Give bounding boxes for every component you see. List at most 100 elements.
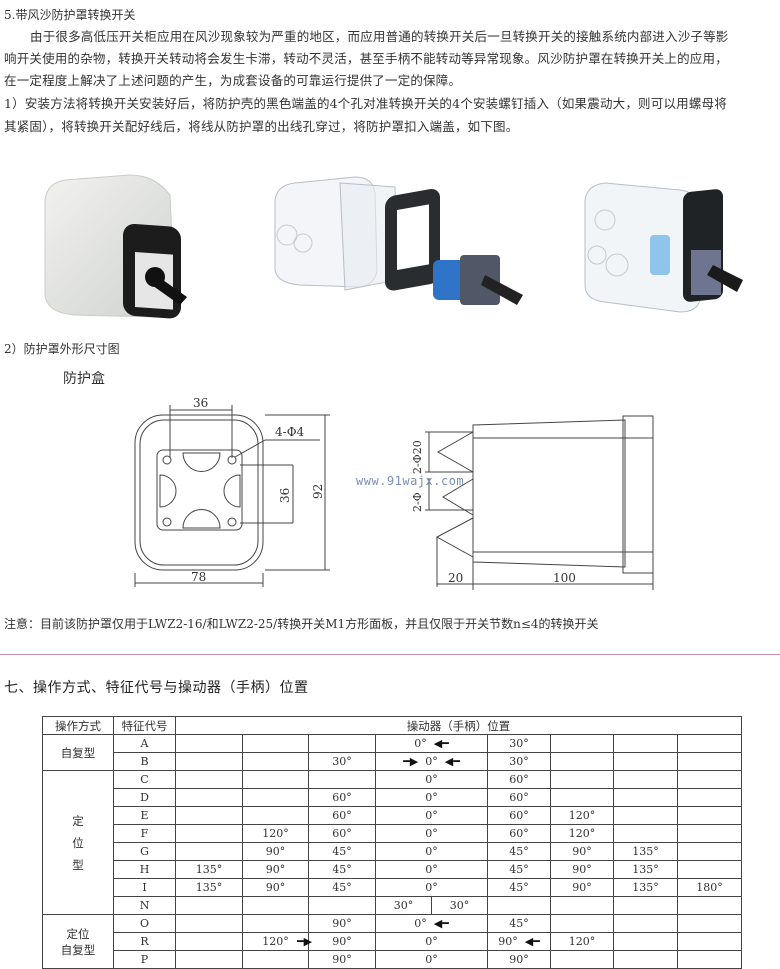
pos-cell [677, 806, 742, 825]
install-line-2: 其紧固），将转换开关配好线后，将线从防护罩的出线孔穿过，将防护罩扣入端盖，如下图… [4, 119, 519, 134]
zero-label: 0° [414, 737, 427, 750]
pos-cell: 45° [308, 860, 376, 879]
zero-label: 0° [414, 917, 427, 930]
pos-cell [175, 824, 243, 843]
pos-cell [242, 752, 309, 771]
pos-cell: 45° [487, 914, 551, 933]
pos-cell [175, 788, 243, 807]
pos-cell-zero: ━▶ 0° ◀━ [375, 752, 488, 771]
header-mode: 操作方式 [42, 716, 114, 735]
install-line-1: 1）安装方法将转换开关安装好后，将防护壳的黑色端盖的4个孔对准转换开关的4个安装… [4, 96, 727, 111]
code-cell: B [113, 752, 176, 771]
pos-cell [242, 806, 309, 825]
pos-cell: 180° [677, 878, 742, 897]
product-image-transparent [584, 182, 743, 313]
pos-cell: 60° [487, 788, 551, 807]
code-cell: N [113, 896, 176, 915]
code-cell: I [113, 878, 176, 897]
mode-fixed-reset: 定位 自复型 [42, 914, 114, 969]
pos-cell [242, 914, 309, 933]
pos-cell [677, 896, 742, 915]
code-cell: F [113, 824, 176, 843]
pos-cell: 45° [487, 860, 551, 879]
table-row: E 60° 0° 60° 120° [43, 806, 742, 825]
mode-fixed-reset-line: 定位 [66, 926, 90, 941]
pos-cell [677, 752, 742, 771]
pos-cell [613, 896, 678, 915]
pos-cell [613, 806, 678, 825]
pos-cell: 135° [613, 878, 678, 897]
pos-cell [613, 752, 678, 771]
arrow-left-icon: ◀━ [433, 917, 449, 930]
pos-cell: 90° ◀━ [487, 932, 551, 951]
pos-cell: 120° [550, 932, 614, 951]
pos-cell: 30° [487, 752, 551, 771]
pos-cell: 120° [550, 824, 614, 843]
note-text: 注意：目前该防护罩仅用于LWZ2-16/和LWZ2-25/转换开关M1方形面板，… [4, 617, 599, 631]
pos-cell: 0° [375, 878, 488, 897]
pos-cell [242, 734, 309, 753]
code-cell: D [113, 788, 176, 807]
product-image-exploded [274, 176, 523, 305]
watermark: www.91wajx.com [356, 474, 465, 488]
pos-cell-split: 30°30° [375, 896, 488, 915]
pos-cell [613, 932, 678, 951]
pos-cell [550, 734, 614, 753]
pos-cell-zero: 0° ◀━ [375, 734, 488, 753]
pos-cell: 120° [242, 932, 309, 951]
pos-cell: 120° [550, 806, 614, 825]
pos-cell: 90° [242, 878, 309, 897]
pos-cell: 0° [375, 860, 488, 879]
pos-cell: 45° [487, 878, 551, 897]
mode-fixed-char: 定 [72, 813, 84, 828]
front-view-drawing: 36 4-Φ4 36 92 78 [134, 396, 330, 587]
front-hole-dim: 4-Φ4 [275, 425, 305, 439]
pos-cell: 90° [308, 914, 376, 933]
pos-cell [613, 914, 678, 933]
pos-cell: 30° [308, 752, 376, 771]
pos-cell: 135° [175, 860, 243, 879]
table-row: P 90° 0° 90° [43, 950, 742, 969]
table-header-row: 操作方式 特征代号 操动器（手柄）位置 [42, 716, 742, 735]
side-length-dim: 100 [553, 571, 576, 585]
code-cell: H [113, 860, 176, 879]
section-7-title: 七、操作方式、特征代号与操动器（手柄）位置 [4, 680, 309, 696]
arrow-right-icon: ━▶ [297, 935, 313, 948]
pos-cell [550, 752, 614, 771]
pos-cell: 0° [375, 842, 488, 861]
pos-cell [487, 896, 551, 915]
pos-cell: 45° [487, 842, 551, 861]
pos-cell [677, 950, 742, 969]
paragraph-line-1: 由于很多高低压开关柜应用在风沙现象较为严重的地区，而应用普通的转换开关后一旦转换… [30, 29, 729, 44]
box-label: 防护盒 [63, 371, 105, 387]
pos-cell: 90° [550, 860, 614, 879]
side-view-drawing: 2-Φ20 2-Φ 20 100 [411, 415, 654, 590]
pos-cell [175, 752, 243, 771]
pos-cell: 90° [242, 842, 309, 861]
pos-cell [175, 932, 243, 951]
n-right-value: 30° [449, 899, 470, 912]
arrow-left-icon: ◀━ [444, 755, 460, 768]
pos-cell: 90° [242, 860, 309, 879]
table-row: N 30°30° [43, 896, 742, 915]
pos-cell [175, 734, 243, 753]
pos-cell-zero: 0° ◀━ [375, 914, 488, 933]
arrow-left-icon: ◀━ [433, 737, 449, 750]
header-code: 特征代号 [113, 716, 176, 735]
pos-cell [242, 896, 309, 915]
pos-cell: 90° [487, 950, 551, 969]
table-row: H 135° 90° 45° 0° 45° 90° 135° [43, 860, 742, 879]
pos-cell: 90° [550, 878, 614, 897]
table-row: G 90° 45° 0° 45° 90° 135° [43, 842, 742, 861]
pos-cell: 45° [308, 878, 376, 897]
arrow-right-icon: ━▶ [403, 755, 419, 768]
pos-cell: 0° [375, 770, 488, 789]
pos-cell [175, 896, 243, 915]
table-row: 自复型 A 0° ◀━ 30° [42, 734, 742, 771]
code-cell: P [113, 950, 176, 969]
pos-cell: 135° [175, 878, 243, 897]
pos-cell: 0° [375, 806, 488, 825]
pos-cell [677, 860, 742, 879]
pos-cell [677, 932, 742, 951]
side-hole-dim-bottom: 2-Φ [411, 492, 424, 512]
